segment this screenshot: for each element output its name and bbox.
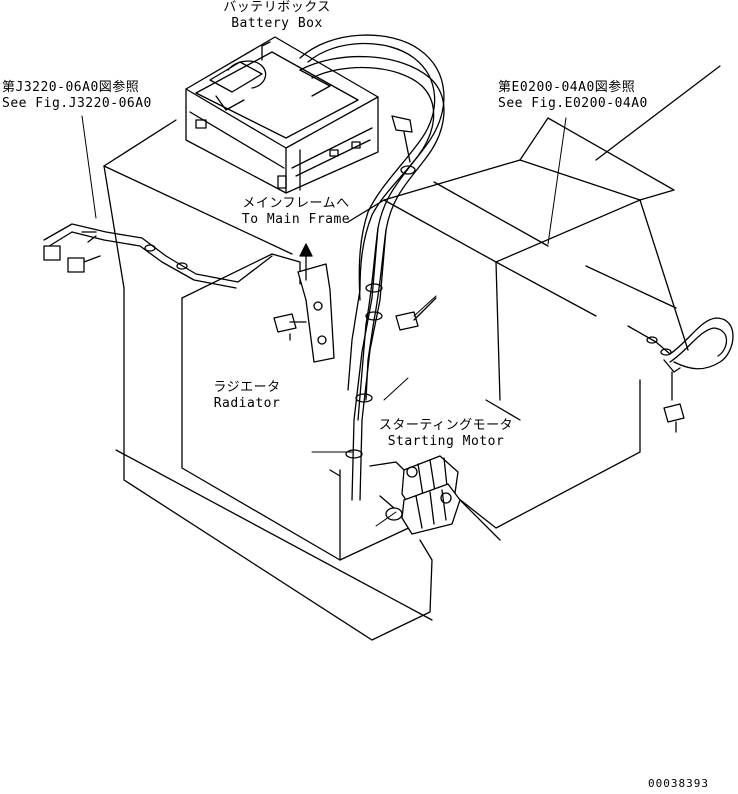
ref-e0200-label-jp: 第E0200-04A0図参照 — [498, 80, 636, 95]
starting-motor-label-en: Starting Motor — [387, 434, 505, 449]
frame-body — [347, 65, 721, 541]
main-frame-label-en: To Main Frame — [241, 212, 351, 227]
starting-motor — [369, 455, 461, 535]
cable-clamps — [345, 115, 437, 459]
starting-motor-label-jp: スターティングモータ — [378, 418, 514, 433]
radiator-label-jp: ラジエータ — [213, 380, 281, 395]
drawing-number: 00038393 — [648, 777, 709, 790]
ref-j3220-label-en: See Fig.J3220-06A0 — [2, 96, 152, 111]
main-frame-arrow — [299, 243, 313, 281]
leader-lines — [81, 115, 567, 527]
mounting-bracket — [273, 263, 335, 363]
left-harness — [43, 223, 273, 289]
right-cable — [627, 317, 734, 433]
ref-j3220-label-jp: 第J3220-06A0図参照 — [2, 80, 140, 95]
main-frame-label-jp: メインフレームへ — [242, 196, 350, 211]
radiator-label-en: Radiator — [213, 396, 281, 411]
battery-box-label-en: Battery Box — [231, 16, 323, 31]
battery-box-label-jp: バッテリボックス — [223, 0, 331, 15]
battery-cables — [299, 34, 445, 501]
battery-box — [185, 36, 379, 194]
ref-e0200-label-en: See Fig.E0200-04A0 — [498, 96, 648, 111]
